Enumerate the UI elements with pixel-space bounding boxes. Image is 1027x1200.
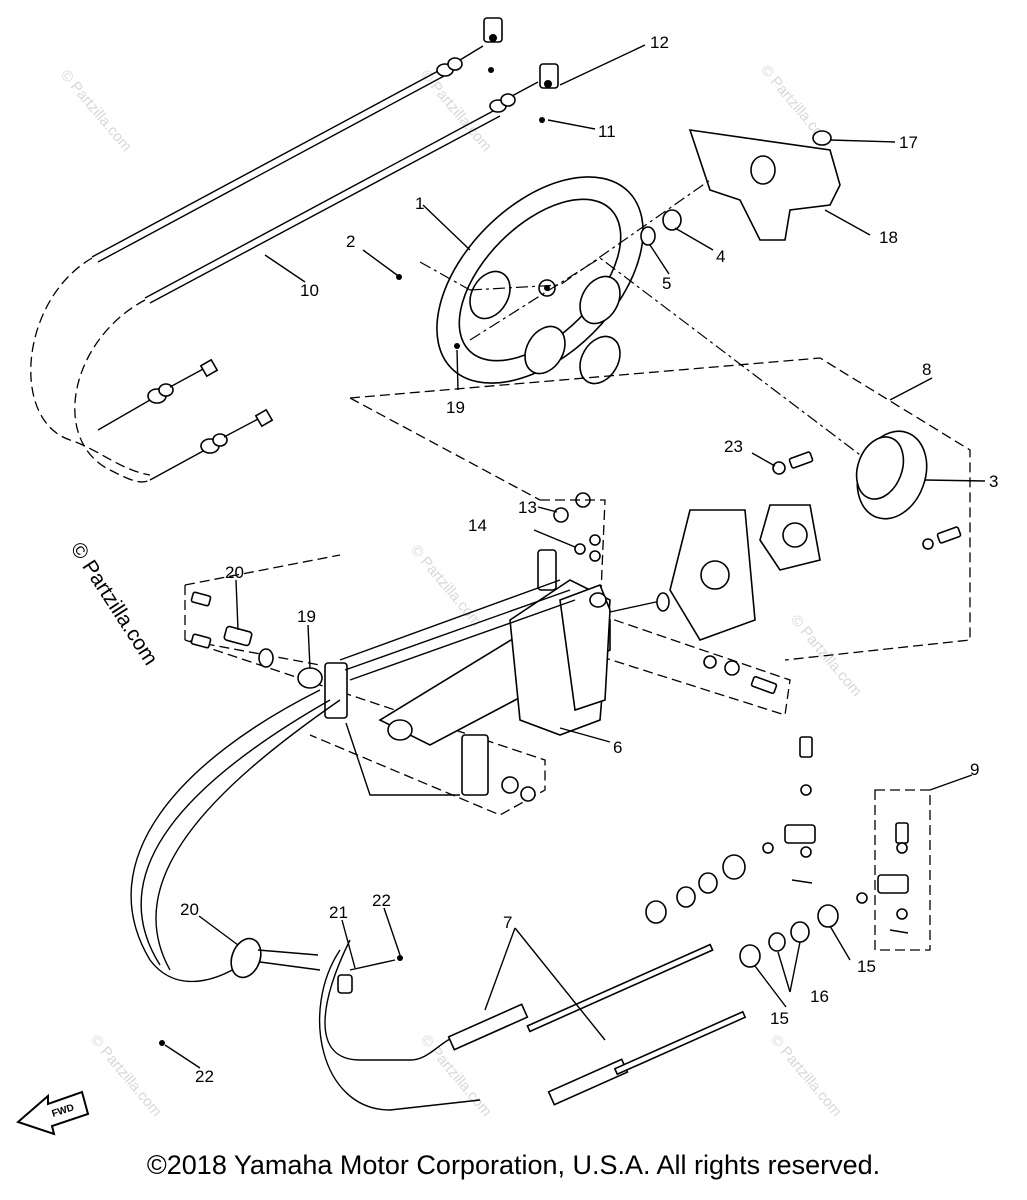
callout-14: 14 xyxy=(468,516,487,535)
wheel-hardware xyxy=(396,209,682,349)
callout-1: 1 xyxy=(415,194,424,213)
callout-10: 10 xyxy=(300,281,319,300)
throttle-cables xyxy=(30,17,559,483)
callout-15b: 15 xyxy=(857,957,876,976)
group-8-outline xyxy=(349,357,971,661)
callout-11: 11 xyxy=(598,122,616,141)
cable-end-fitting xyxy=(436,17,503,77)
leader-lines xyxy=(164,44,986,1069)
callout-9: 9 xyxy=(970,760,979,779)
callout-15a: 15 xyxy=(770,1009,789,1028)
fwd-arrow-icon: FWD xyxy=(16,1090,90,1136)
left-bracket-parts xyxy=(190,549,557,802)
cable-end-fitting xyxy=(489,63,559,123)
watermark-text: © Partzilla.com xyxy=(407,542,485,630)
callout-5: 5 xyxy=(662,274,671,293)
helm-bezel xyxy=(669,430,928,641)
wheel-cover xyxy=(688,129,841,241)
callout-19b: 19 xyxy=(297,607,316,626)
callout-19a: 19 xyxy=(446,398,465,417)
callout-13: 13 xyxy=(518,498,537,517)
watermark-text: © Partzilla.com xyxy=(57,67,135,155)
watermark-text: © Partzilla.com xyxy=(767,1032,845,1120)
callout-7: 7 xyxy=(503,913,512,932)
callout-20a: 20 xyxy=(225,563,244,582)
cable-end-hardware xyxy=(645,736,909,968)
callout-8: 8 xyxy=(922,360,931,379)
callout-17: 17 xyxy=(899,133,918,152)
callout-6: 6 xyxy=(613,738,622,757)
callout-2: 2 xyxy=(346,232,355,251)
callout-12: 12 xyxy=(650,33,669,52)
callout-labels: 1 2 3 4 5 6 7 8 9 10 11 12 13 14 15 15 1… xyxy=(180,33,998,1086)
callout-22b: 22 xyxy=(195,1067,214,1086)
push-pull-cables xyxy=(130,579,747,1111)
callout-18: 18 xyxy=(879,228,898,247)
callout-16: 16 xyxy=(810,987,829,1006)
callout-3: 3 xyxy=(989,472,998,491)
callout-23: 23 xyxy=(724,437,743,456)
fasteners xyxy=(553,451,962,695)
steering-bracket xyxy=(378,579,670,746)
callout-21: 21 xyxy=(329,903,348,922)
watermark-text: © Partzilla.com xyxy=(87,1032,165,1120)
watermark-text: © Partzilla.com xyxy=(417,67,495,155)
copyright-notice: ©2018 Yamaha Motor Corporation, U.S.A. A… xyxy=(146,1150,881,1180)
callout-22a: 22 xyxy=(372,891,391,910)
cable-grommet xyxy=(159,937,403,1046)
group-9-outline xyxy=(874,789,931,951)
callout-4: 4 xyxy=(716,247,725,266)
steering-wheel xyxy=(436,176,644,385)
cable-lower-fitting xyxy=(97,358,274,481)
callout-20b: 20 xyxy=(180,900,199,919)
side-watermark: © Partzilla.com xyxy=(66,538,162,669)
